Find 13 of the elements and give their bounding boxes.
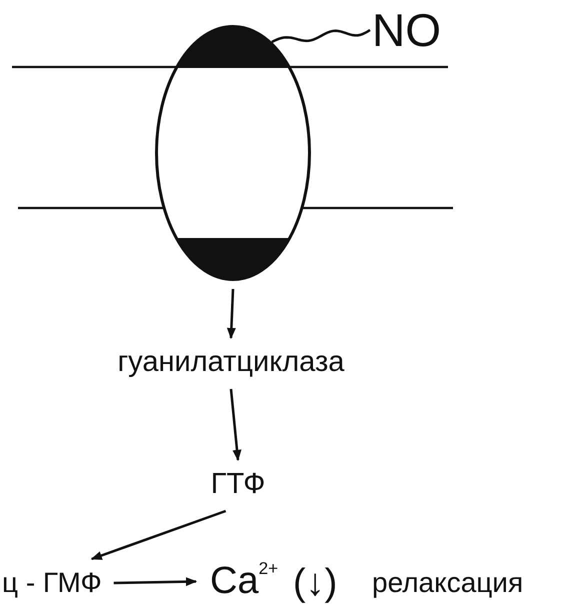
arrow (90, 510, 226, 560)
arrow (226, 288, 236, 340)
text-label: ГТФ (210, 468, 266, 501)
text-label: гуанилатциклаза (118, 346, 344, 379)
text-label: релаксация (372, 567, 524, 599)
receptor-ellipse (155, 25, 311, 281)
wavy-line (271, 28, 371, 44)
arrow (230, 388, 242, 462)
decrease-mark: (↓) (293, 562, 338, 605)
arrow (114, 577, 198, 586)
text-label: ц - ГМФ (2, 567, 102, 599)
text-label: Ca$^{2+}$ (210, 560, 278, 603)
text-label: NO (372, 3, 441, 57)
